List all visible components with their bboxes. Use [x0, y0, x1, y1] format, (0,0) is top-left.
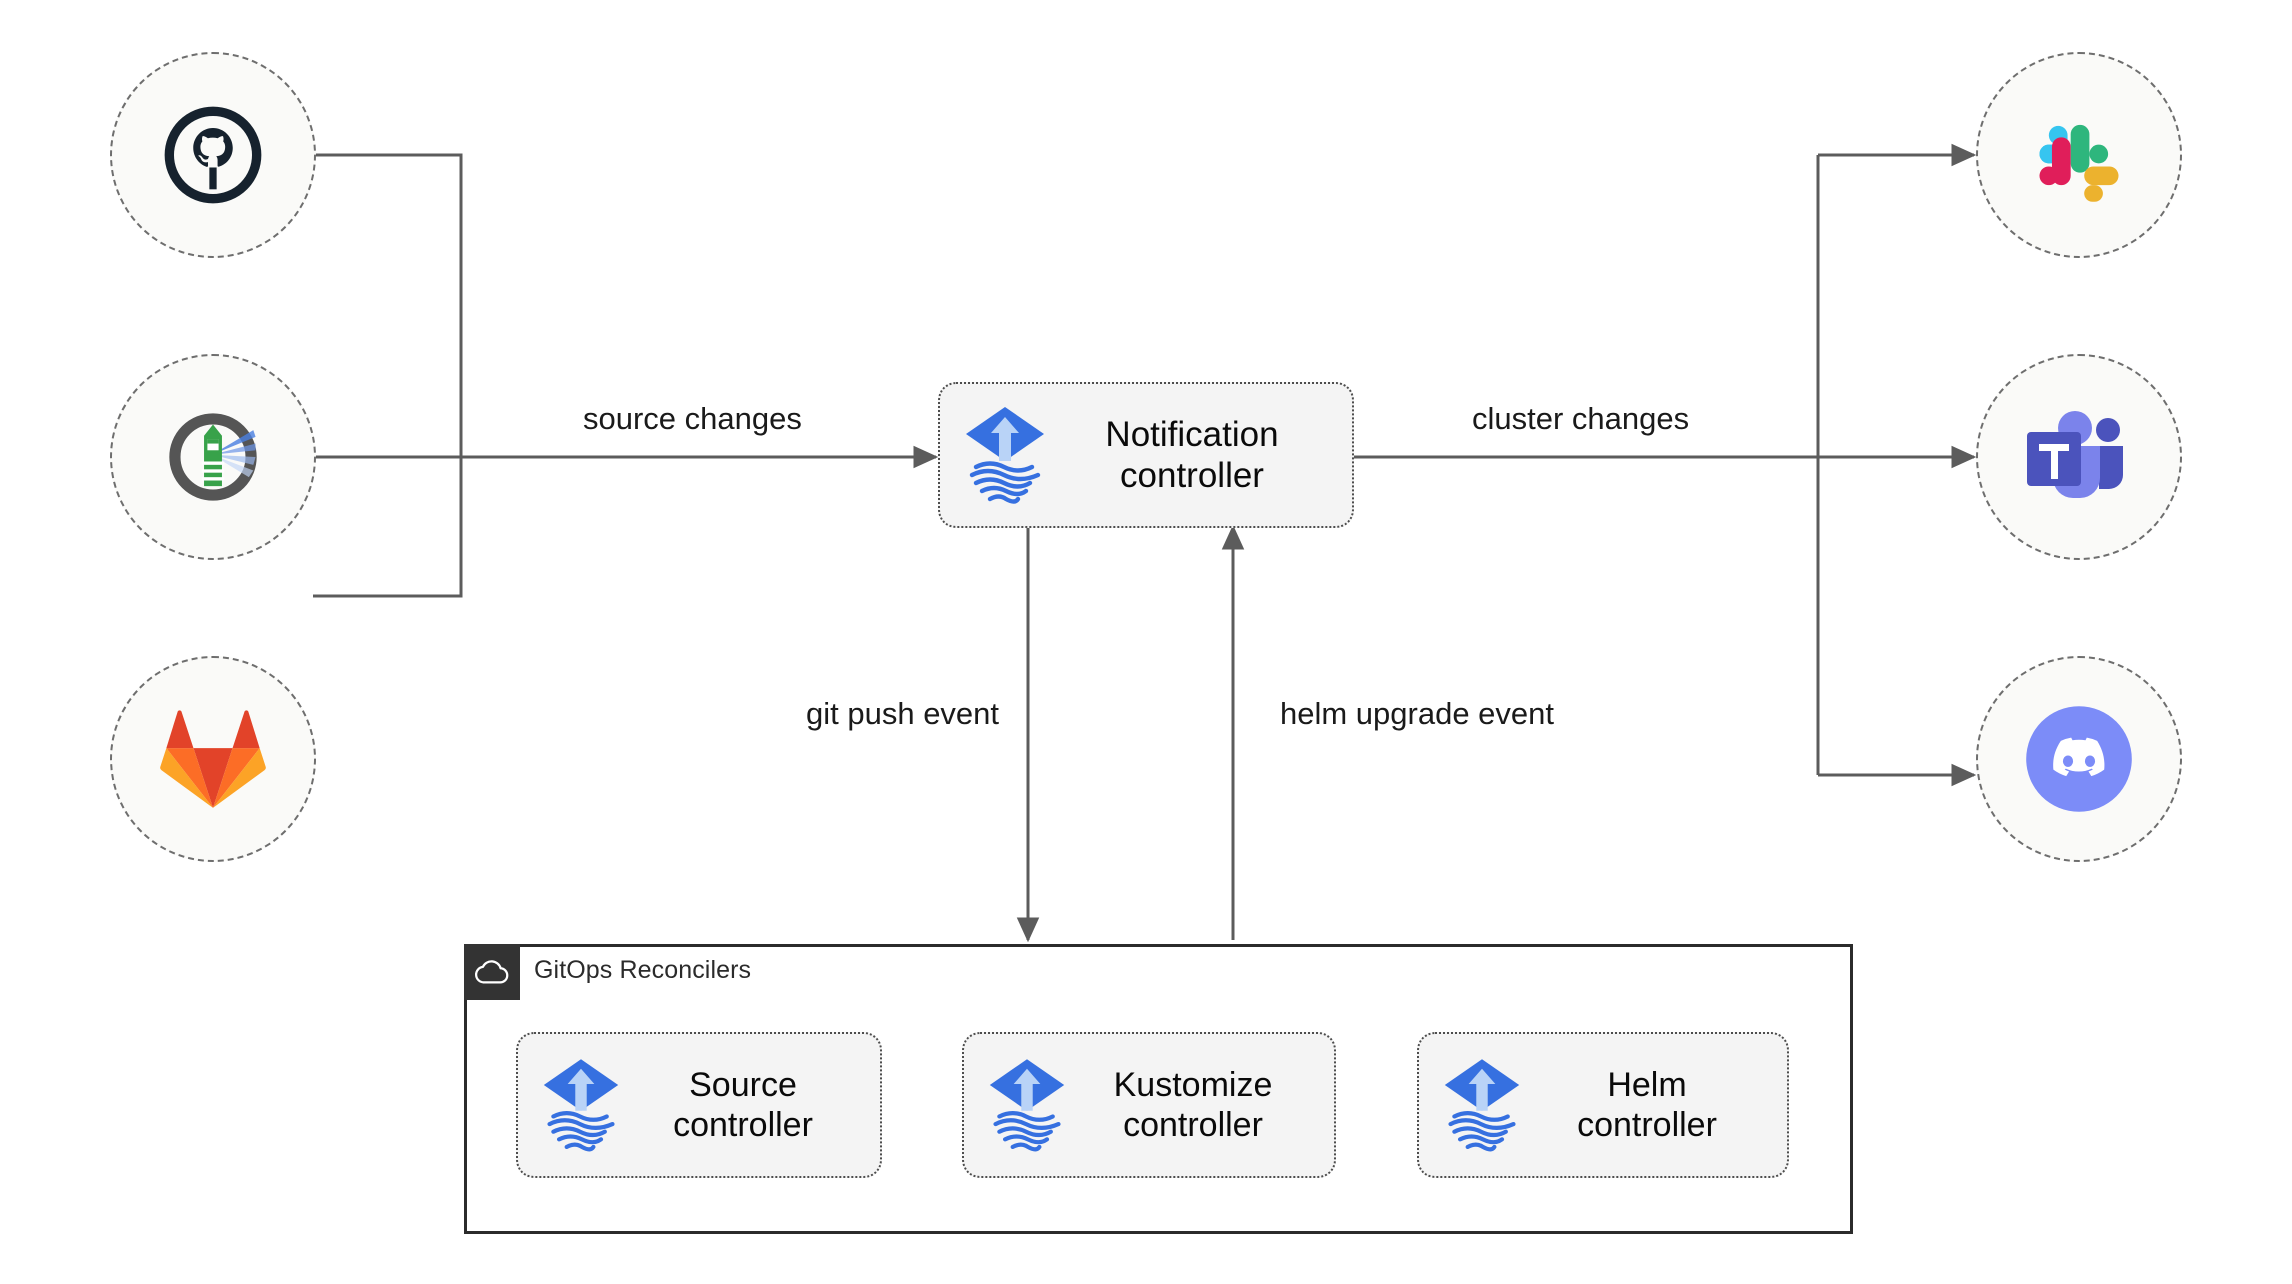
source-controller-box[interactable]: Source controller	[516, 1032, 882, 1178]
gitea-icon	[169, 413, 257, 501]
kustomize-controller-label: Kustomize controller	[1113, 1065, 1273, 1144]
helm-controller-label: Helm controller	[1577, 1065, 1717, 1144]
target-node-slack[interactable]	[1976, 52, 2182, 258]
gitlab-icon	[160, 710, 266, 808]
edge-sources-trunk	[313, 153, 463, 598]
notification-controller-box[interactable]: Notification controller	[938, 382, 1354, 528]
microsoft-teams-icon	[2027, 411, 2123, 498]
target-node-discord[interactable]	[1976, 656, 2182, 862]
source-controller-label: Source controller	[673, 1065, 813, 1144]
source-node-gitlab[interactable]	[110, 656, 316, 862]
notification-controller-label: Notification controller	[1105, 414, 1279, 495]
flux-logo-icon	[543, 1059, 619, 1152]
discord-icon	[2026, 706, 2132, 812]
slack-icon	[2039, 124, 2119, 202]
source-node-github[interactable]	[110, 52, 316, 258]
flux-logo-icon	[1444, 1059, 1520, 1152]
kustomize-controller-box[interactable]: Kustomize controller	[962, 1032, 1336, 1178]
cloud-icon	[474, 960, 509, 984]
target-node-teams[interactable]	[1976, 354, 2182, 560]
gitops-reconcilers-title: GitOps Reconcilers	[534, 956, 752, 984]
gitops-tab	[464, 944, 520, 1000]
flux-logo-icon	[966, 407, 1044, 504]
edge-label-git-push-event: git push event	[798, 695, 1008, 734]
edge-label-helm-upgrade-event: helm upgrade event	[1272, 695, 1563, 734]
flux-logo-icon	[989, 1059, 1065, 1152]
edge-label-cluster-changes: cluster changes	[1464, 400, 1698, 439]
edge-label-source-changes: source changes	[575, 400, 810, 439]
github-icon	[164, 106, 262, 204]
helm-controller-box[interactable]: Helm controller	[1417, 1032, 1789, 1178]
source-node-gitea[interactable]	[110, 354, 316, 560]
